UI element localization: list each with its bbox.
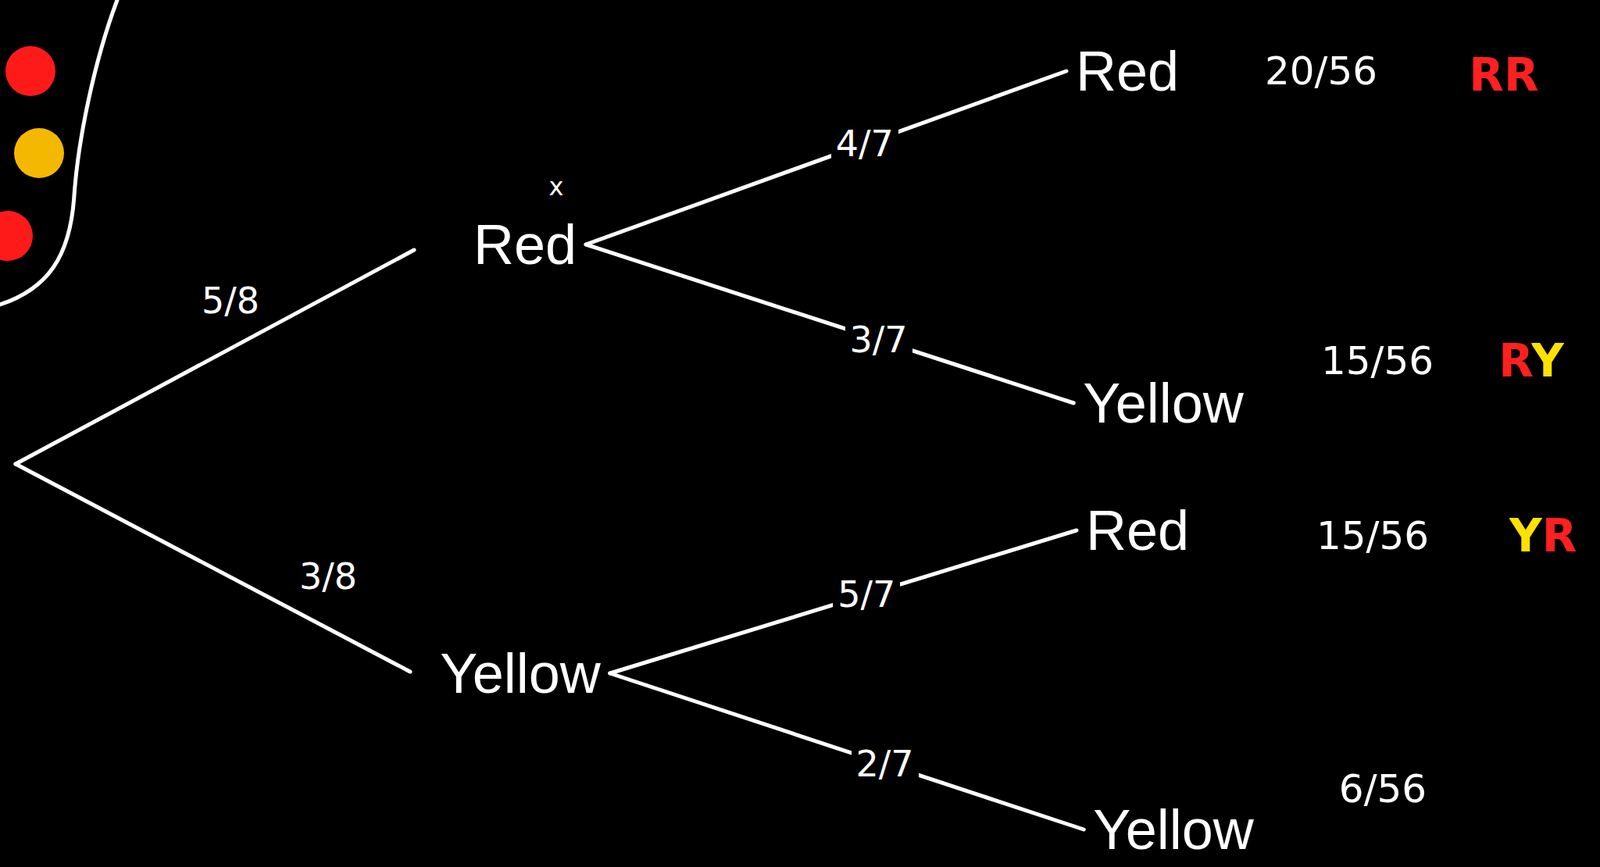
red-counter [5, 46, 56, 97]
bag-outline [0, 0, 118, 305]
outcome-probability: 20/56 [1261, 49, 1381, 94]
yellow-counter [14, 128, 65, 179]
node-text: Red [473, 216, 577, 273]
node-text: Yellow [1082, 375, 1244, 432]
branch-line [15, 464, 411, 672]
branch-line [15, 250, 415, 465]
outcome-node: Yellow [1088, 798, 1259, 861]
node-text: Red [1075, 42, 1179, 100]
outcome-code: RY [1498, 337, 1565, 386]
branch-probability: 5/8 [196, 280, 265, 322]
branch-line [585, 71, 1067, 245]
outcome-probability: 15/56 [1313, 514, 1433, 559]
outcome-node: Yellow [1078, 371, 1249, 435]
node-text: Red [1085, 502, 1190, 559]
red-counter [0, 210, 33, 261]
outcome-node: Yellow [435, 642, 606, 705]
outcome-code: YR [1509, 512, 1578, 561]
outcome-node: Red [468, 213, 582, 276]
node-text: Yellow [439, 645, 601, 702]
branch-probability: 3/8 [294, 556, 362, 597]
outcome-probability: 15/56 [1317, 339, 1437, 384]
branch-probability: 4/7 [831, 123, 899, 165]
branch-probability: 3/7 [845, 319, 913, 361]
outcome-code: RR [1468, 51, 1539, 100]
outcome-node: Red [1081, 499, 1194, 562]
branch-line [610, 530, 1077, 674]
outcome-probability: 6/56 [1335, 767, 1430, 812]
outcome-node: Red [1071, 39, 1184, 103]
branch-probability: 2/7 [851, 743, 919, 785]
node-text: Yellow [1092, 801, 1254, 858]
branch-line [610, 673, 1085, 830]
branch-probability: 5/7 [832, 574, 900, 615]
cross-mark: x [549, 174, 565, 201]
branch-line [585, 244, 1074, 404]
